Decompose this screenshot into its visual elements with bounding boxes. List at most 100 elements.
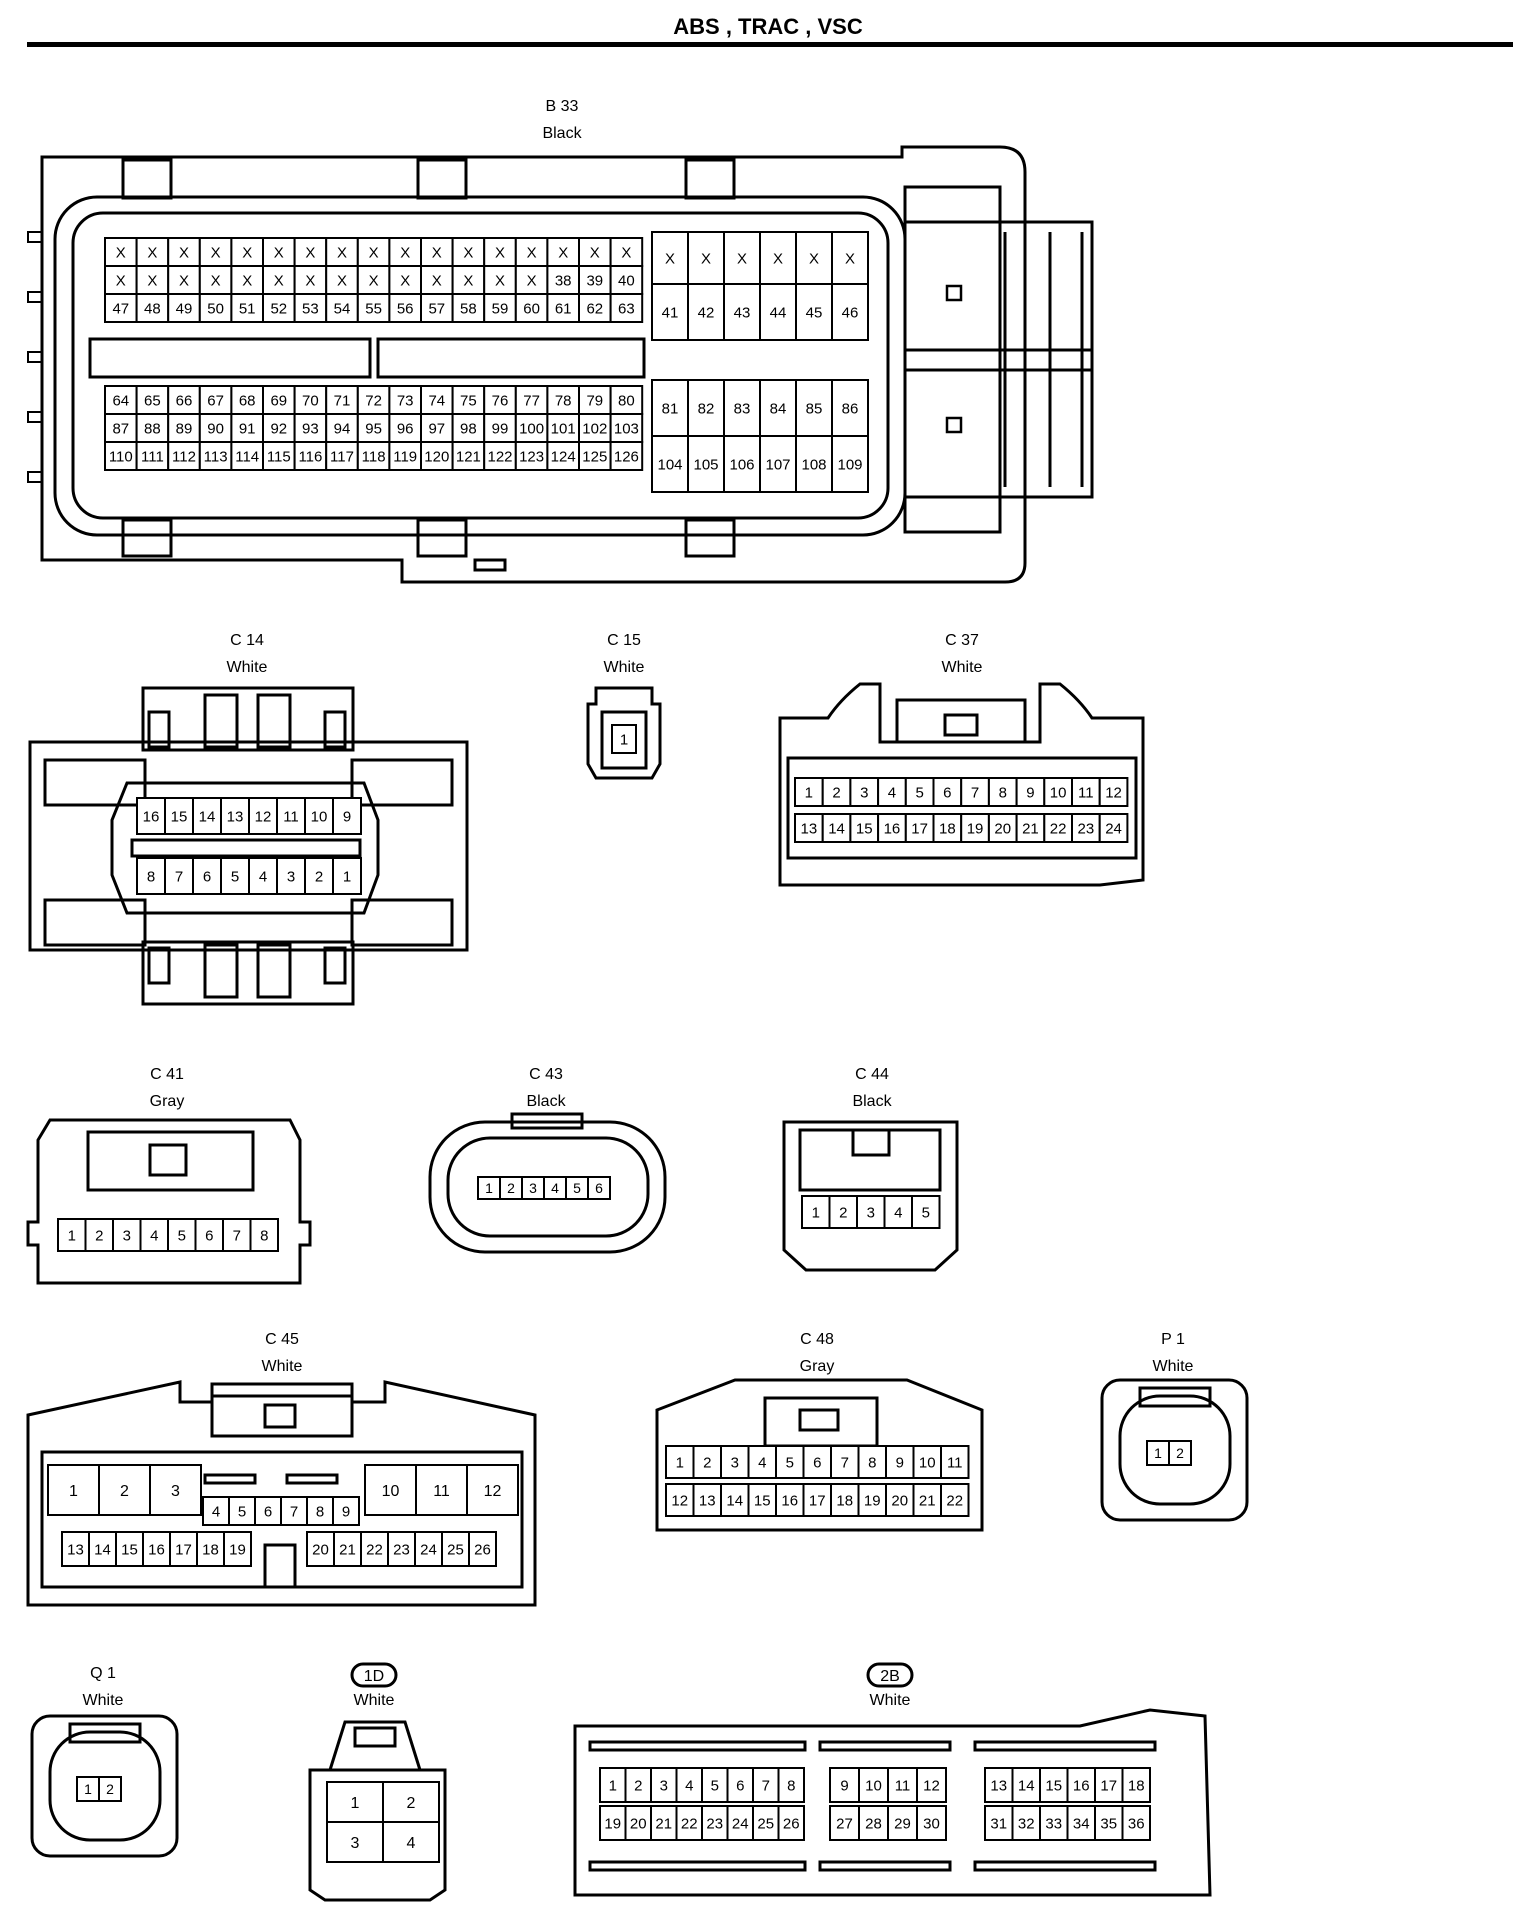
pin-cell xyxy=(420,413,454,443)
q1-inner xyxy=(48,1730,162,1842)
pin-label: 50 xyxy=(207,300,224,317)
pin-cell xyxy=(687,231,725,285)
pin-label: 72 xyxy=(365,392,382,409)
pin-label: 75 xyxy=(460,392,477,409)
pin-cell xyxy=(777,1767,805,1803)
pin-cell xyxy=(578,237,612,267)
b33-side-rib xyxy=(27,411,43,423)
c45-key xyxy=(263,1543,297,1589)
c48-latch-button xyxy=(798,1408,840,1432)
pin-label: 71 xyxy=(334,392,351,409)
pin-label: 42 xyxy=(698,304,715,321)
pin-label: 15 xyxy=(171,808,188,825)
c15-pin-row: 1 xyxy=(611,724,637,754)
pin-label: 19 xyxy=(604,1815,621,1832)
pin-label: X xyxy=(242,272,252,289)
pin-cell xyxy=(57,1218,87,1252)
pin-cell xyxy=(987,813,1018,843)
pin-cell xyxy=(136,797,166,835)
pin-cell xyxy=(230,237,264,267)
pin-cell xyxy=(112,1218,142,1252)
pin-cell xyxy=(466,1464,519,1516)
b33-tab xyxy=(416,158,468,200)
pin-label: 6 xyxy=(813,1454,821,1471)
pin-cell xyxy=(883,1195,913,1229)
pin-cell xyxy=(795,379,833,437)
pin-cell xyxy=(723,283,761,341)
pin-label: 54 xyxy=(334,300,351,317)
pin-cell xyxy=(293,265,328,295)
p1-color-label: White xyxy=(1153,1358,1194,1375)
pin-label: 118 xyxy=(362,448,386,465)
pin-cell xyxy=(262,385,296,415)
pin-cell xyxy=(609,237,644,267)
p1-lock xyxy=(1138,1386,1212,1408)
pin-cell xyxy=(911,1195,941,1229)
pin-cell xyxy=(692,1445,722,1479)
pin-cell xyxy=(254,1496,282,1526)
pin-label: 101 xyxy=(551,420,576,437)
pin-label: 90 xyxy=(207,420,224,437)
pin-label: X xyxy=(463,272,473,289)
pin-label: 2 xyxy=(507,1180,515,1196)
pin-cell xyxy=(220,797,250,835)
c14-flange xyxy=(43,898,147,947)
pin-label: 12 xyxy=(255,808,272,825)
pin-cell xyxy=(609,293,644,323)
pin-label: X xyxy=(179,272,189,289)
pin-label: 5 xyxy=(711,1777,719,1794)
pin-cell xyxy=(752,1767,780,1803)
pin-label: X xyxy=(305,244,315,261)
pin-label: 3 xyxy=(287,868,295,885)
pin-label: X xyxy=(665,250,675,267)
c44-color-label: Black xyxy=(852,1093,892,1110)
pin-label: 57 xyxy=(428,300,445,317)
pin-label: 7 xyxy=(841,1454,849,1471)
pin-label: 103 xyxy=(614,420,639,437)
pin-label: 35 xyxy=(1100,1815,1117,1832)
c37-id-label: C 37 xyxy=(945,632,979,649)
pin-label: 21 xyxy=(919,1492,936,1509)
1d-lock xyxy=(328,1720,422,1771)
pin-label: 98 xyxy=(460,420,477,437)
pin-label: X xyxy=(737,250,747,267)
pin-label: 5 xyxy=(231,868,239,885)
b33-tab xyxy=(684,158,736,200)
pin-label: X xyxy=(701,250,711,267)
c44-id-label: C 44 xyxy=(855,1066,889,1083)
pin-label: 2 xyxy=(1176,1445,1184,1461)
pin-cell xyxy=(960,813,990,843)
pin-label: X xyxy=(147,272,157,289)
pin-label: X xyxy=(116,272,126,289)
pin-cell xyxy=(230,441,264,471)
pin-cell xyxy=(821,813,852,843)
pin-cell xyxy=(220,857,250,895)
pin-label: 61 xyxy=(555,300,572,317)
pin-label: 13 xyxy=(67,1541,84,1558)
b33-side-rib xyxy=(27,291,43,303)
pin-cell xyxy=(135,293,170,323)
pin-label: X xyxy=(305,272,315,289)
pin-label: X xyxy=(211,244,221,261)
p1-housing xyxy=(1100,1378,1249,1522)
pin-cell xyxy=(904,777,935,807)
pin-label: X xyxy=(116,244,126,261)
pin-label: 3 xyxy=(660,1777,668,1794)
pin-label: 40 xyxy=(618,272,635,289)
pin-label: 76 xyxy=(492,392,509,409)
pin-cell xyxy=(1039,1767,1069,1803)
pin-label: 5 xyxy=(786,1454,794,1471)
pin-label: 13 xyxy=(699,1492,716,1509)
pin-cell xyxy=(248,797,278,835)
1d-id-badge xyxy=(350,1662,398,1688)
pin-label: 117 xyxy=(330,448,354,465)
c37-inner xyxy=(786,756,1138,860)
pin-label: X xyxy=(369,272,379,289)
pin-label: 3 xyxy=(351,1835,360,1852)
pin-cell xyxy=(136,857,166,895)
pin-label: 10 xyxy=(865,1777,882,1794)
pin-label: 81 xyxy=(662,400,679,417)
pin-label: X xyxy=(773,250,783,267)
